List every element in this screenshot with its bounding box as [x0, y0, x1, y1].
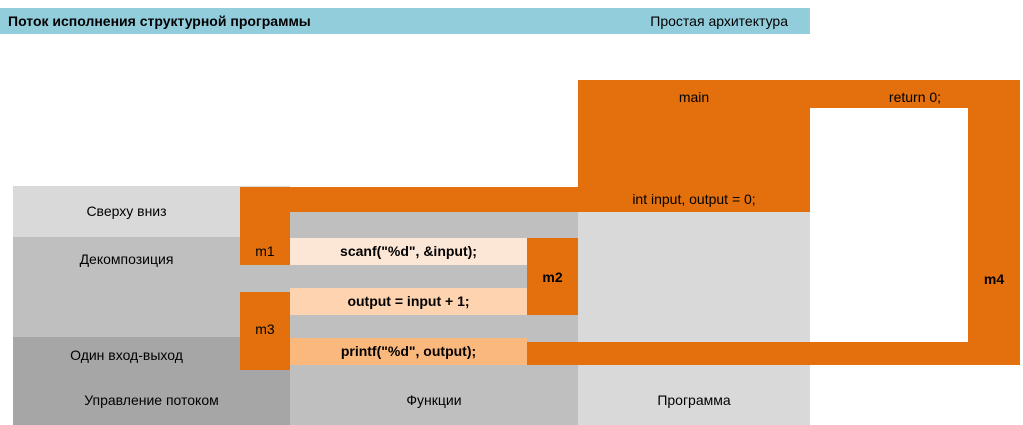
- footer-program: Программа: [657, 392, 731, 408]
- module-m3-block: [240, 292, 290, 370]
- label-variable-declaration: int input, output = 0;: [632, 191, 756, 207]
- header-subtitle: Простая архитектура: [650, 13, 788, 29]
- page-title: Поток исполнения структурной программы: [8, 13, 311, 29]
- main-body-cutout: [810, 108, 968, 342]
- label-single-entry-exit: Один вход-выход: [70, 347, 183, 363]
- program-column: [578, 212, 810, 425]
- label-module-m3: m3: [255, 321, 275, 337]
- label-module-m2: m2: [542, 269, 563, 285]
- code-line-assignment: output = input + 1;: [290, 288, 527, 315]
- label-decomposition: Декомпозиция: [79, 251, 174, 267]
- module-m1-block: [240, 187, 290, 265]
- label-module-m1: m1: [255, 243, 275, 259]
- footer-flow-control: Управление потоком: [84, 392, 219, 408]
- footer-functions: Функции: [406, 392, 462, 408]
- return-path-spine: [968, 80, 1020, 365]
- code-line-scanf: scanf("%d", &input);: [290, 238, 527, 265]
- header-bar: Поток исполнения структурной программы П…: [0, 8, 810, 34]
- label-return-zero: return 0;: [888, 89, 942, 105]
- main-block-left-section: [578, 80, 810, 212]
- main-to-module-connector: [240, 187, 578, 212]
- label-main: main: [678, 89, 710, 105]
- label-top-down: Сверху вниз: [86, 203, 167, 219]
- return-flow-bar: [525, 342, 1020, 365]
- module-m2-block: [527, 238, 578, 315]
- code-line-printf: printf("%d", output);: [290, 338, 527, 365]
- label-module-m4: m4: [983, 271, 1005, 287]
